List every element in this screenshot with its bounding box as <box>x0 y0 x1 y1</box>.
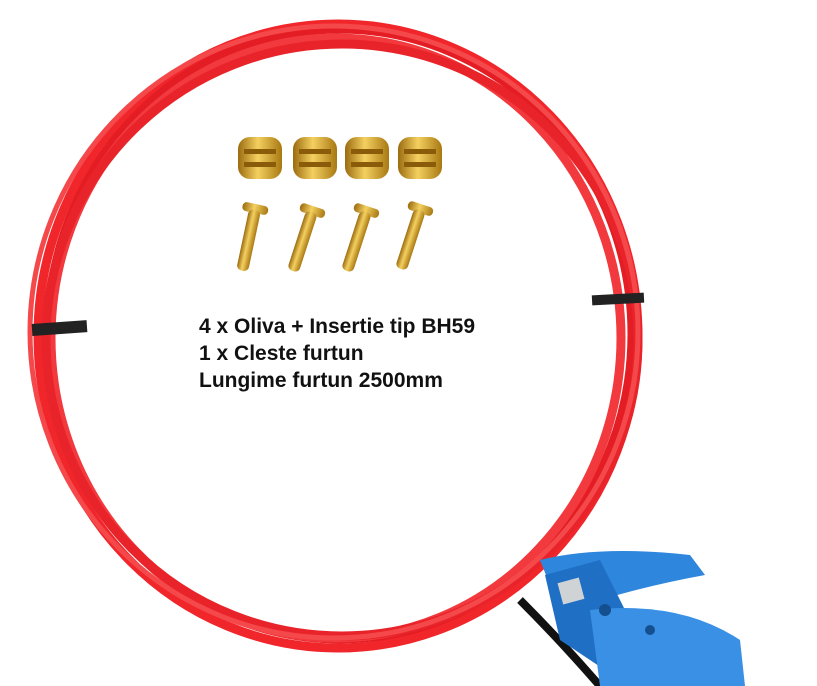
hose-cutter-tool <box>517 551 745 686</box>
product-caption: 4 x Oliva + Insertie tip BH59 1 x Cleste… <box>199 313 475 394</box>
cable-tie-right <box>591 292 645 306</box>
caption-line-length: Lungime furtun 2500mm <box>199 369 443 392</box>
brass-inserts <box>237 201 434 272</box>
caption-line-cutter: 1 x Cleste furtun <box>199 342 364 365</box>
red-hose-coil <box>27 19 643 653</box>
caption-line-olives: 4 x Oliva + Insertie tip BH59 <box>199 315 476 338</box>
brass-olives <box>238 137 442 179</box>
cable-tie-left <box>31 320 88 336</box>
